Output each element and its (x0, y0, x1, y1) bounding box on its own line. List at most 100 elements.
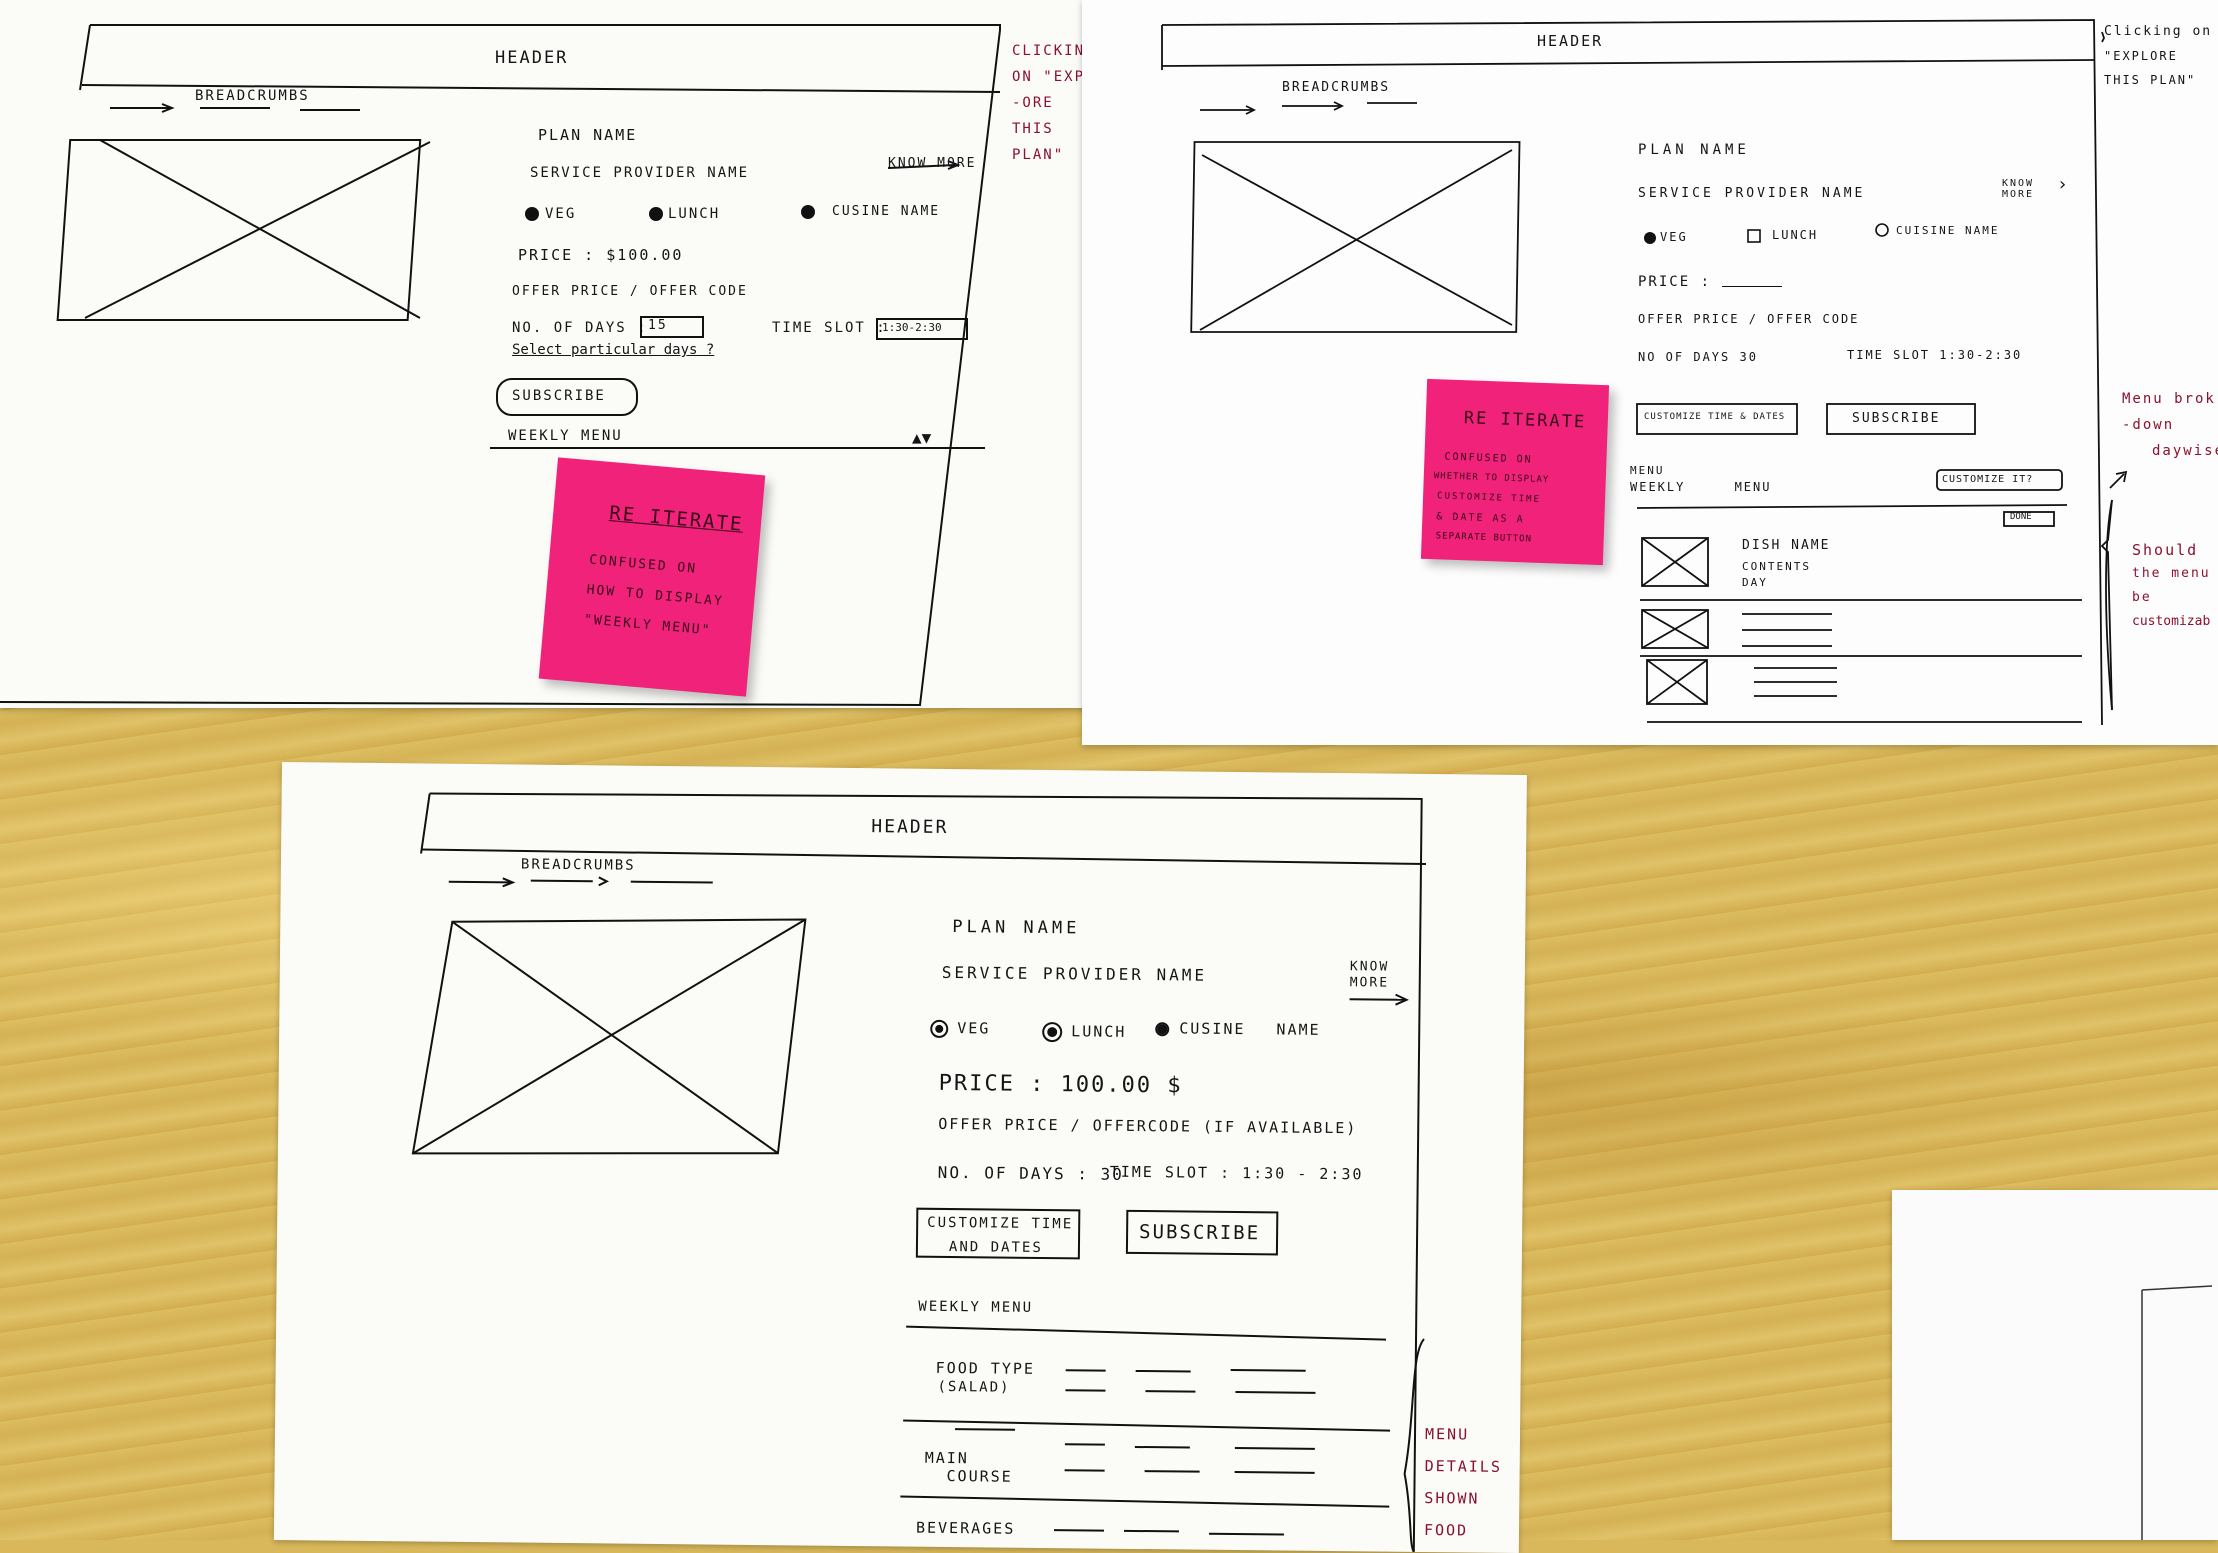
customize-time-dates-line2: AND DATES (949, 1239, 1043, 1256)
side-note-line: be (2132, 586, 2211, 610)
menu-label: MENU (1630, 464, 1665, 477)
side-note-line: FOOD (1424, 1514, 1502, 1547)
sheet-3-lines (274, 762, 1527, 1553)
cuisine-option[interactable]: CUSINE NAME (1179, 1019, 1321, 1038)
sketch-sheet-2: HEADER BREADCRUMBS PLAN NAME SERVICE PRO… (1082, 0, 2218, 745)
time-slot-label: TIME SLOT : 1:30 - 2:30 (1110, 1163, 1364, 1184)
subscribe-label: SUBSCRIBE (512, 388, 606, 404)
service-provider-name: SERVICE PROVIDER NAME (1638, 186, 1865, 201)
side-note-line: -down (2122, 412, 2216, 438)
done-button[interactable]: Done (2010, 512, 2032, 522)
side-note-top: Clicking on "EXPLORE THIS PLAN" (2104, 20, 2212, 92)
cuisine-option[interactable]: CUSINE NAME (832, 204, 940, 219)
offer-label: OFFER PRICE / OFFER CODE (512, 284, 748, 299)
sheet-2-lines (1082, 0, 2218, 745)
veg-option[interactable]: VEG (545, 206, 576, 222)
sticky-line: HOW TO DISPLAY (586, 582, 724, 609)
days-label: NO. OF DAYS : 30 (938, 1163, 1124, 1184)
sticky-line: CONFUSED ON (1444, 452, 1533, 466)
subscribe-button[interactable]: SUBSCRIBE (1139, 1221, 1260, 1244)
service-provider-name: SERVICE PROVIDER NAME (942, 963, 1207, 985)
veg-option[interactable]: VEG (1660, 230, 1688, 244)
side-note-line: the menu (2132, 562, 2211, 586)
price-label: PRICE : 100.00 $ (939, 1071, 1183, 1099)
customize-time-dates-button[interactable]: CUSTOMIZE TIME (927, 1215, 1073, 1233)
sheet-4-lines (1892, 1190, 2218, 1540)
side-note-line: Should (2132, 538, 2211, 562)
know-more-link[interactable]: KNOW MORE (1350, 959, 1410, 992)
plan-name: PLAN NAME (538, 126, 637, 144)
sticky-title: RE ITERATE (608, 502, 744, 536)
cuisine-option[interactable]: CUISINE NAME (1896, 224, 1999, 237)
customize-it-button[interactable]: CUSTOMIZE IT? (1942, 474, 2033, 485)
sticky-line: SEPARATE BUTTON (1436, 531, 1533, 544)
price-blank-line (1722, 274, 1782, 287)
days-dropdown[interactable]: 15 (640, 316, 704, 338)
price-label: PRICE : $100.00 (518, 246, 683, 264)
chevron-right-icon[interactable]: › (2057, 174, 2070, 195)
food-type-label: FOOD TYPE (936, 1359, 1035, 1378)
weekly-menu-label: WEEKLY MENU (508, 428, 623, 444)
side-note-menu: Menu brok -down daywise (2122, 386, 2216, 464)
side-note-line: Menu brok (2122, 386, 2216, 412)
breadcrumbs-label: BREADCRUMBS (1282, 80, 1390, 95)
sketch-sheet-3: HEADER BREADCRUMBS PLAN NAME SERVICE PRO… (274, 762, 1527, 1553)
price-label: PRICE : (1638, 274, 1711, 290)
sticky-line: & DATE AS A (1436, 511, 1525, 525)
header-label: HEADER (871, 816, 948, 838)
side-note-line: customizab (2132, 610, 2211, 634)
sticky-line: CUSTOMIZE TIME (1437, 491, 1541, 505)
sticky-line: CONFUSED ON (589, 552, 698, 576)
salad-label: (SALAD) (937, 1379, 1010, 1396)
sticky-note-1: RE ITERATE CONFUSED ON HOW TO DISPLAY "W… (539, 457, 766, 696)
days-label: NO OF DAYS 30 (1638, 350, 1758, 364)
side-note-line: Clicking on (2104, 20, 2212, 44)
lunch-option[interactable]: LUNCH (1071, 1022, 1126, 1041)
customize-time-dates-button[interactable]: CUSTOMIZE TIME & DATES (1644, 412, 1785, 422)
breadcrumbs-label: BREADCRUMBS (521, 857, 636, 874)
days-label: NO. OF DAYS : (512, 320, 648, 336)
sticky-line: WHETHER TO DISPLAY (1434, 471, 1550, 485)
side-note-line: MENU (1425, 1418, 1503, 1451)
side-note-line: SHOWN (1424, 1482, 1502, 1515)
time-slot-label: TIME SLOT 1:30-2:30 (1847, 348, 2022, 362)
side-note-menu-details: MENU DETAILS SHOWN FOOD (1424, 1418, 1503, 1547)
subscribe-button[interactable]: SUBSCRIBE (1852, 411, 1940, 426)
days-value: 15 (648, 318, 668, 333)
know-more-link[interactable]: KNOW MORE (2002, 178, 2052, 200)
side-note-line: "EXPLORE (2104, 44, 2212, 68)
sticky-title: RE ITERATE (1463, 408, 1586, 432)
sketch-sheet-1: HEADER BREADCRUMBS PLAN NAME SERVICE PRO… (0, 0, 1095, 708)
time-slot-value: 1:30-2:30 (882, 321, 942, 334)
plan-name: PLAN NAME (952, 917, 1080, 938)
dish-contents: CONTENTS (1742, 560, 1811, 573)
side-note-line: DETAILS (1425, 1450, 1503, 1483)
sticky-note-2: RE ITERATE CONFUSED ON WHETHER TO DISPLA… (1421, 379, 1609, 565)
weekly-menu-label: WEEKLY MENU (1630, 480, 1771, 494)
expand-arrow-icon[interactable]: ▲▼ (912, 428, 931, 447)
veg-option[interactable]: VEG (957, 1019, 990, 1037)
time-slot-label: TIME SLOT : (772, 320, 887, 336)
sketch-sheet-4-partial (1892, 1190, 2218, 1540)
header-label: HEADER (495, 48, 568, 68)
beverages-label: BEVERAGES (916, 1519, 1015, 1538)
dish-day: DAY (1742, 576, 1768, 589)
lunch-option[interactable]: LUNCH (668, 206, 720, 222)
lunch-option[interactable]: LUNCH (1772, 228, 1818, 242)
side-note-line: daywise (2152, 438, 2218, 464)
side-note-line: THIS PLAN" (2104, 68, 2212, 92)
header-label: HEADER (1537, 32, 1603, 50)
weekly-menu-label: WEEKLY MENU (918, 1299, 1033, 1316)
service-provider-name: SERVICE PROVIDER NAME (530, 165, 749, 181)
plan-name: PLAN NAME (1638, 142, 1750, 158)
select-days-link[interactable]: Select particular days ? (512, 342, 714, 358)
sticky-line: "WEEKLY MENU" (583, 612, 712, 638)
subscribe-button[interactable]: SUBSCRIBE (496, 378, 638, 416)
main-course-label: MAIN (925, 1449, 969, 1467)
time-slot-dropdown[interactable]: 1:30-2:30 (876, 318, 968, 340)
know-more-link[interactable]: KNOW MORE (888, 156, 976, 171)
side-note-customizable: Should the menu be customizab (2132, 538, 2211, 634)
offer-label: OFFER PRICE / OFFER CODE (1638, 312, 1859, 326)
breadcrumbs-label: BREADCRUMBS (195, 88, 310, 104)
dish-name: DISH NAME (1742, 538, 1830, 553)
